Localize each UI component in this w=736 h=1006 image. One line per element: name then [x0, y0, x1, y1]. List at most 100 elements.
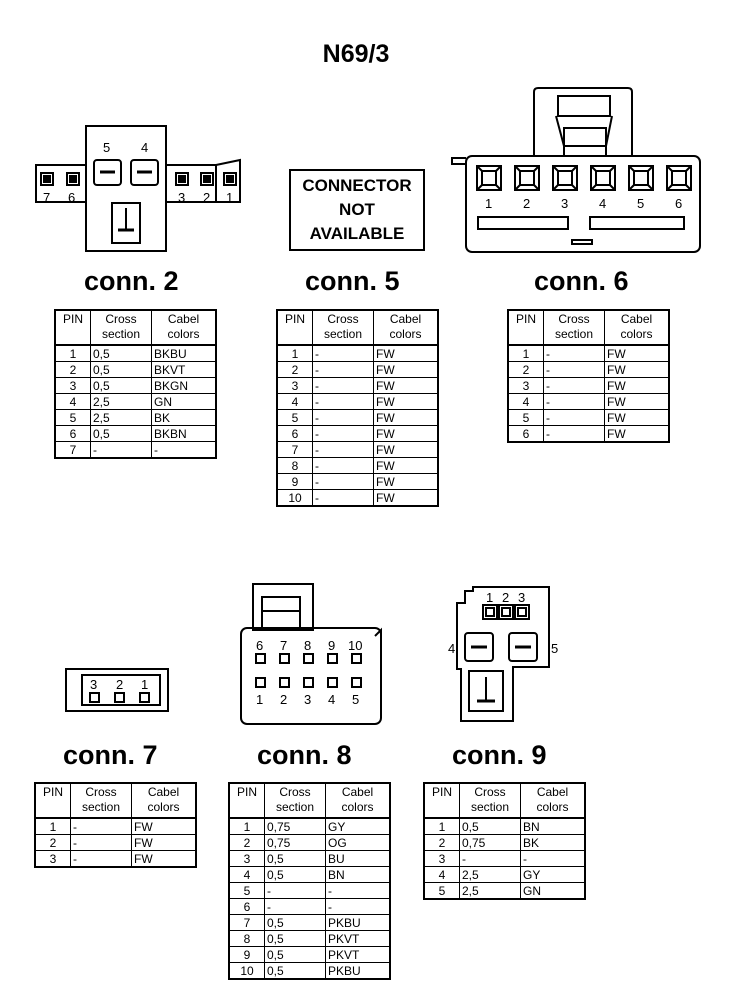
connector-not-available-box: CONNECTOR NOT AVAILABLE — [289, 169, 425, 251]
pin-number: 4 — [141, 140, 148, 155]
not-available-text: NOT — [339, 200, 375, 219]
header-text: Cross — [558, 312, 590, 326]
cross-section-cell: 2,5 — [90, 393, 152, 410]
pin-cell: 3 — [34, 850, 71, 868]
cross-section-cell: 0,5 — [264, 946, 326, 963]
cable-color-cell: FW — [373, 377, 439, 394]
table-row: 3-- — [423, 850, 586, 867]
cross-section-cell: - — [312, 457, 374, 474]
pin-cell: 6 — [507, 425, 544, 443]
pin-number: 1 — [486, 590, 493, 605]
cable-color-cell: OG — [325, 834, 391, 851]
cable-color-cell: - — [325, 882, 391, 899]
cross-section-cell: - — [312, 377, 374, 394]
pin-cell: 6 — [228, 898, 265, 915]
pin-cell: 8 — [276, 457, 313, 474]
pin-number: 2 — [116, 677, 123, 692]
cable-color-cell: FW — [373, 489, 439, 507]
table-row: 4-FW — [276, 393, 439, 410]
cable-color-cell: FW — [373, 409, 439, 426]
header-text: Cabel — [341, 785, 374, 799]
table-row: 5-FW — [507, 409, 670, 426]
header-text: section — [554, 327, 594, 341]
connector-9-diagram: 1 2 3 4 5 — [448, 586, 558, 722]
cable-color-cell: BN — [325, 866, 391, 883]
header-text: colors — [389, 327, 422, 341]
cable-color-cell: BKVT — [151, 361, 217, 378]
cross-section-cell: - — [312, 409, 374, 426]
pin-cell: 6 — [276, 425, 313, 442]
pin-number: 5 — [352, 692, 359, 707]
pin-number: 2 — [523, 196, 530, 211]
cable-color-cell: BN — [520, 817, 586, 835]
cross-section-cell: - — [312, 441, 374, 458]
table-row: 4-FW — [507, 393, 670, 410]
cross-section-cell: 0,5 — [264, 866, 326, 883]
table-row: 9-FW — [276, 473, 439, 490]
header-text: section — [470, 800, 510, 814]
header-text: colors — [147, 800, 180, 814]
table-row: 3-FW — [276, 377, 439, 394]
pin-cell: 1 — [34, 817, 71, 835]
pin-number: 3 — [90, 677, 97, 692]
header-pin: PIN — [228, 782, 265, 819]
header-text: PIN — [236, 785, 257, 799]
pin-cell: 10 — [228, 962, 265, 980]
table-row: 6-FW — [276, 425, 439, 442]
table-row: 3-FW — [34, 850, 197, 868]
cross-section-cell: - — [312, 473, 374, 490]
pin-cell: 2 — [54, 361, 91, 378]
pin-number: 6 — [68, 190, 75, 205]
pin-cell: 2 — [507, 361, 544, 378]
pin-number: 6 — [256, 638, 263, 653]
cable-color-cell: FW — [373, 425, 439, 442]
pin-number: 5 — [637, 196, 644, 211]
table-row: 6-- — [228, 898, 391, 915]
table-row: 1-FW — [507, 344, 670, 362]
not-available-text: CONNECTOR — [302, 176, 412, 195]
connector-7-diagram: 3 2 1 — [65, 668, 169, 712]
header-text: Cross — [85, 785, 117, 799]
header-text: colors — [536, 800, 569, 814]
connector-6-diagram: 1 2 3 4 5 6 — [451, 87, 701, 253]
cross-section-cell: 0,75 — [459, 834, 521, 851]
pin-cell: 2 — [423, 834, 460, 851]
cross-section-cell: - — [543, 377, 605, 394]
cable-color-cell: FW — [373, 393, 439, 410]
pin-cell: 1 — [507, 344, 544, 362]
cross-section-cell: 0,5 — [264, 914, 326, 931]
pin-cell: 6 — [54, 425, 91, 442]
table-row: 6-FW — [507, 425, 670, 443]
table-row: 10-FW — [276, 489, 439, 507]
pin-number: 9 — [328, 638, 335, 653]
not-available-text: AVAILABLE — [309, 224, 405, 243]
page-title: N69/3 — [322, 40, 390, 68]
connector-8-diagram: 6 7 8 9 10 1 2 3 4 5 — [240, 583, 382, 725]
cross-section-cell: - — [312, 361, 374, 378]
header-pin: PIN — [423, 782, 460, 819]
header-text: Cabel — [147, 785, 180, 799]
cable-color-cell: FW — [604, 344, 670, 362]
header-text: section — [81, 800, 121, 814]
pin-number: 4 — [328, 692, 335, 707]
pin-number: 8 — [304, 638, 311, 653]
pin-number: 7 — [43, 190, 50, 205]
cross-section-cell: - — [264, 882, 326, 899]
cross-section-cell: 0,5 — [264, 962, 326, 980]
header-text: PIN — [431, 785, 452, 799]
table-row: 1-FW — [34, 817, 197, 835]
cross-section-cell: - — [312, 489, 374, 507]
cross-section-cell: - — [459, 850, 521, 867]
